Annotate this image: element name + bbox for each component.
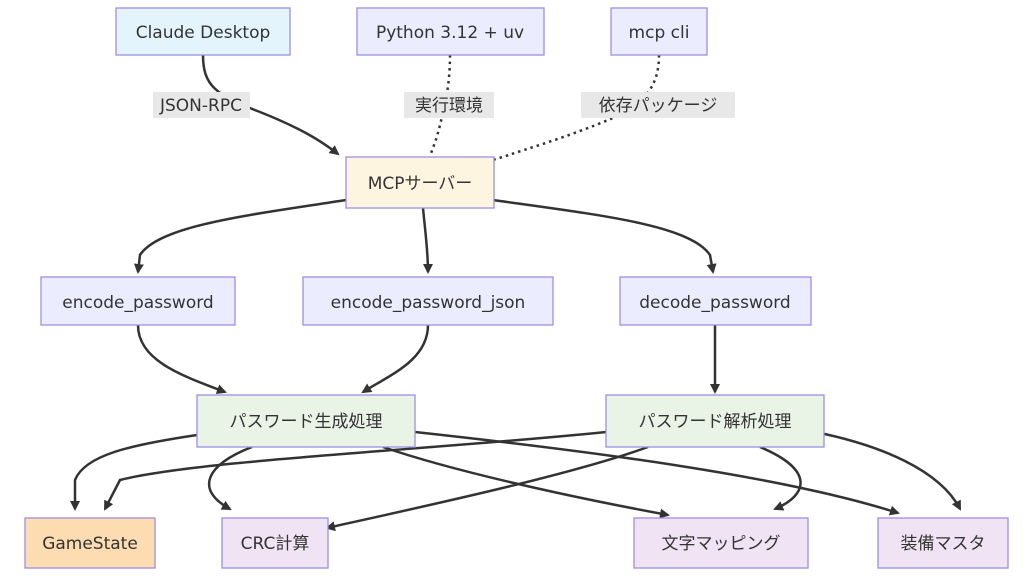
node-password-generate[interactable]: パスワード生成処理 [196,394,416,448]
svg-text:decode_password: decode_password [639,293,790,313]
node-equipment-master[interactable]: 装備マスタ [877,517,1009,569]
edge-generate-to-mapping [382,445,670,519]
node-crc-calc[interactable]: CRC計算 [221,517,329,569]
svg-text:依存パッケージ: 依存パッケージ [599,96,718,116]
edge-generate-to-equipment [414,430,900,516]
edge-parse-to-gamestate [103,430,607,511]
edge-label-dependencies: 依存パッケージ [581,92,735,118]
edge-mcp-to-decode [492,198,717,274]
edge-parse-to-equipment [814,430,962,511]
svg-text:パスワード生成処理: パスワード生成処理 [230,412,383,432]
node-game-state[interactable]: GameState [24,517,156,569]
node-decode-password[interactable]: decode_password [619,276,812,326]
edge-labels: JSON-RPC 実行環境 依存パッケージ [153,92,735,118]
node-python-uv[interactable]: Python 3.12 + uv [356,7,545,56]
node-encode-password-json[interactable]: encode_password_json [302,276,554,326]
node-mcp-cli[interactable]: mcp cli [610,7,708,56]
edge-claude-to-mcp [201,54,340,156]
nodes: Claude Desktop Python 3.12 + uv mcp cli … [24,7,1009,569]
svg-text:mcp cli: mcp cli [629,23,690,43]
edge-encodejson-to-generate [361,324,430,394]
edge-mcp-to-encode-json [421,207,433,274]
edge-generate-to-gamestate [70,433,198,511]
svg-text:MCPサーバー: MCPサーバー [368,174,473,194]
svg-text:Python 3.12 + uv: Python 3.12 + uv [376,23,524,43]
edge-generate-to-crc [208,445,253,511]
node-char-mapping[interactable]: 文字マッピング [633,517,809,569]
svg-text:装備マスタ: 装備マスタ [901,534,986,554]
svg-text:encode_password: encode_password [62,293,213,313]
svg-text:encode_password_json: encode_password_json [331,293,526,313]
edge-mcp-to-encode [133,198,347,274]
node-password-parse[interactable]: パスワード解析処理 [605,394,825,448]
edge-mcpcli-to-mcp [492,54,661,162]
svg-text:JSON-RPC: JSON-RPC [159,96,242,116]
edge-label-runtime-env: 実行環境 [404,92,494,118]
edge-encode-to-generate [136,324,227,394]
node-mcp-server[interactable]: MCPサーバー [345,156,495,209]
svg-text:CRC計算: CRC計算 [241,534,310,554]
node-encode-password[interactable]: encode_password [40,276,236,326]
svg-text:GameState: GameState [42,534,138,554]
svg-text:文字マッピング: 文字マッピング [662,534,781,554]
edge-parse-to-crc [325,445,649,532]
svg-text:Claude Desktop: Claude Desktop [136,23,271,43]
edges [70,54,962,532]
node-claude-desktop[interactable]: Claude Desktop [115,7,291,56]
svg-text:パスワード解析処理: パスワード解析処理 [639,412,792,432]
edge-label-json-rpc: JSON-RPC [153,92,250,118]
svg-text:実行環境: 実行環境 [415,96,483,116]
edge-parse-to-mapping [759,445,802,511]
